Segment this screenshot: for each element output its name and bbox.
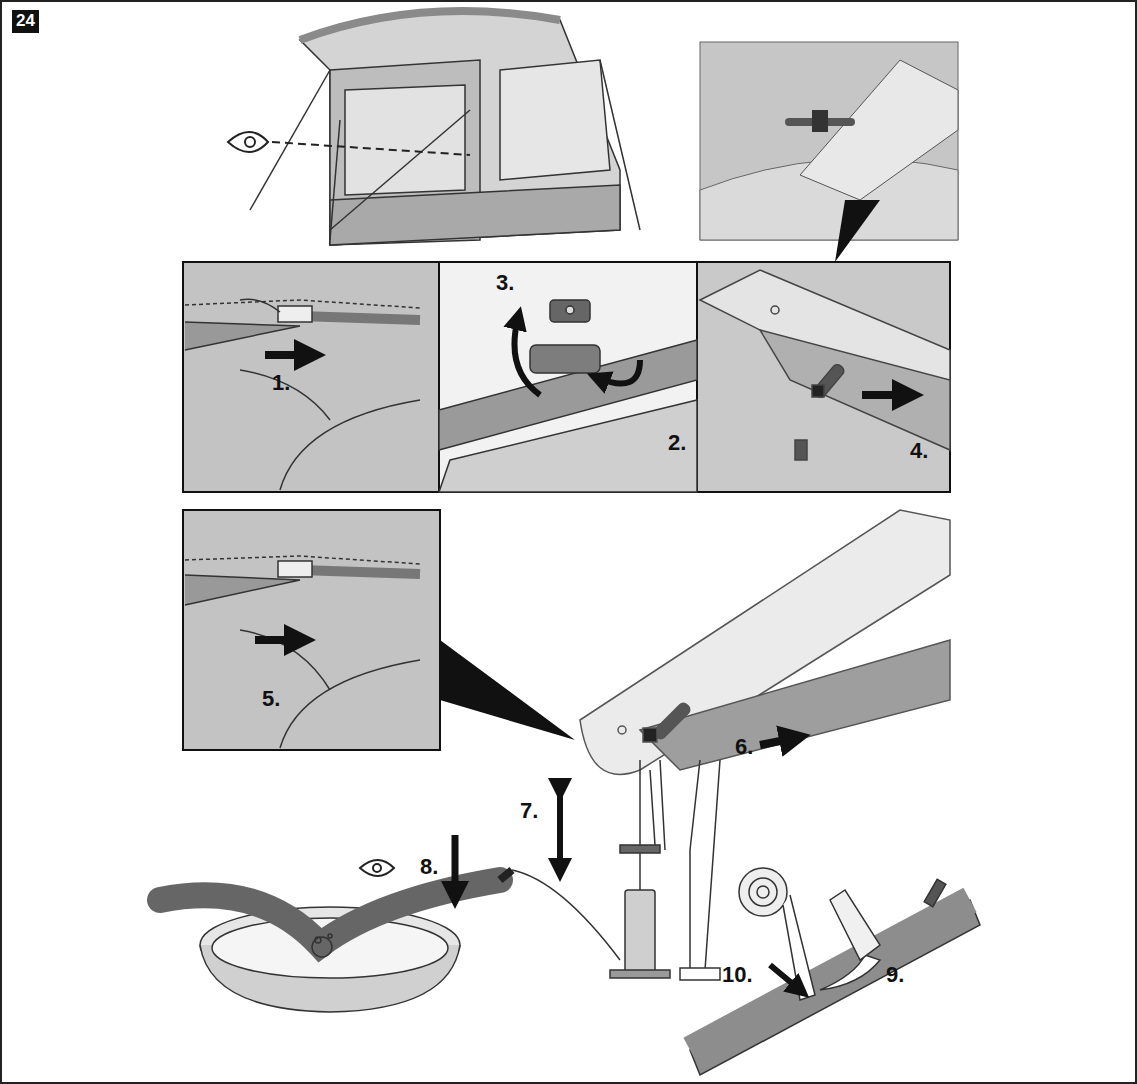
callout-number: 4. xyxy=(910,440,928,462)
figure-number: 24 xyxy=(16,12,35,31)
callout-number: 1. xyxy=(272,372,290,394)
callout-number: 2. xyxy=(668,432,686,454)
callout-number: 5. xyxy=(262,688,280,710)
callout-number: 8. xyxy=(420,856,438,878)
callout-number: 3. xyxy=(496,272,514,294)
figure-number-box: 24 xyxy=(12,10,39,33)
callout-number: 7. xyxy=(520,800,538,822)
callout-number: 6. xyxy=(735,736,753,758)
callout-number: 9. xyxy=(886,964,904,986)
callout-number: 10. xyxy=(722,964,753,986)
